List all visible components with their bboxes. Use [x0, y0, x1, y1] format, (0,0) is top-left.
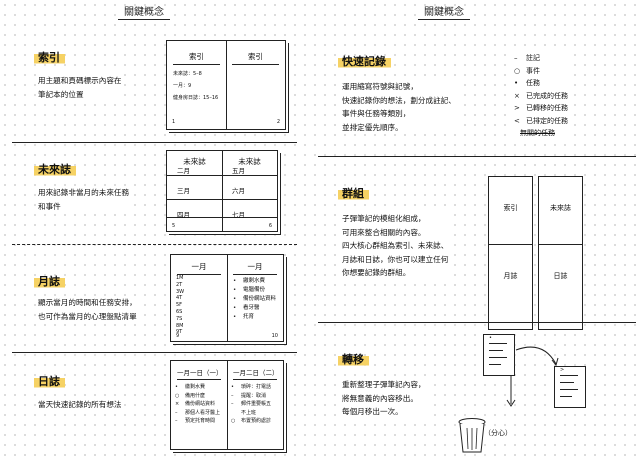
module-card-monthly-log: 月誌 [488, 244, 533, 330]
distraction-note: （分心） [484, 428, 512, 438]
section-divider [12, 352, 297, 353]
left-page: 關鍵概念 索引 用主題和頁碼標示內容在筆記本的位置 索引 未來誌：5–8 一月：… [0, 0, 300, 464]
monthly-log-description: 顯示當月的時間和任務安排，也可作為當月的心理盤點清單 [36, 296, 139, 323]
daily-log-book-illustration: 一月一日（一） •繳剩水費 ○備用什麼 ×備份網站資料 –那個人看牙醫上 –預定… [170, 360, 284, 450]
future-log-label: 未來誌 [34, 160, 76, 177]
legend-item: –註記 [514, 54, 540, 62]
legend-item: <已排定的任務 [514, 116, 568, 125]
future-log-book-illustration: 未來誌 二月三月四月 5 未來誌 五月六月七月 6 [166, 150, 278, 232]
legend-item: ○事件 [514, 66, 540, 75]
index-page-left: 索引 未來誌：5–8 一月：9 健身房日誌：15–16 1 [167, 41, 227, 129]
page-title: 關鍵概念 [118, 6, 170, 20]
section-divider [12, 142, 297, 143]
monthly-log-label: 月誌 [34, 272, 65, 289]
legend-item: ×已完成的任務 [514, 91, 568, 100]
right-page: 關鍵概念 快速記錄 運用縮寫符號與記號，快速記錄你的想法，劃分成註記、 事件與任… [318, 0, 639, 464]
module-card-daily-log: 日誌 [538, 244, 583, 330]
daily-log-description: 當天快速記錄的所有想法 [36, 398, 124, 412]
index-book-illustration: 索引 未來誌：5–8 一月：9 健身房日誌：15–16 1 索引 2 [166, 40, 286, 130]
trash-can-icon [458, 418, 486, 453]
daily-log-label: 日誌 [34, 372, 65, 389]
legend-item: •任務 [514, 79, 540, 87]
legend-item: >已轉移的任務 [514, 104, 568, 112]
symbol-legend: –註記 ○事件 •任務 ×已完成的任務 >已轉移的任務 <已排定的任務 無關的任… [514, 52, 568, 140]
index-description: 用主題和頁碼標示內容在筆記本的位置 [36, 74, 124, 101]
rapid-logging-label: 快速記錄 [338, 52, 391, 69]
discard-arrow-icon [506, 376, 516, 407]
migration-arrow-icon [515, 346, 559, 367]
legend-item: 無關的任務 [520, 129, 555, 137]
index-label: 索引 [34, 48, 65, 65]
section-divider [318, 322, 636, 323]
index-page-right: 索引 2 [226, 41, 285, 129]
modules-label: 群組 [338, 184, 369, 201]
migration-label: 轉移 [338, 350, 369, 367]
source-document-icon: • [483, 334, 515, 376]
modules-description: 子彈筆記的模組化組成，可用來整合相關的內容。 四大核心群組為索引、未來誌、月誌和… [340, 212, 451, 280]
section-divider [318, 156, 636, 157]
future-log-description: 用來記錄非當月的未來任務和事件 [36, 186, 132, 213]
migrated-document-icon: > [554, 366, 586, 408]
migration-description: 重新整理子彈筆記內容，將無意義的內容移出。 每個月移出一次。 [340, 378, 428, 419]
section-divider [12, 244, 297, 245]
page-title: 關鍵概念 [418, 6, 470, 20]
rapid-logging-description: 運用縮寫符號與記號，快速記錄你的想法，劃分成註記、 事件與任務等類別，並排定優先… [340, 80, 458, 134]
